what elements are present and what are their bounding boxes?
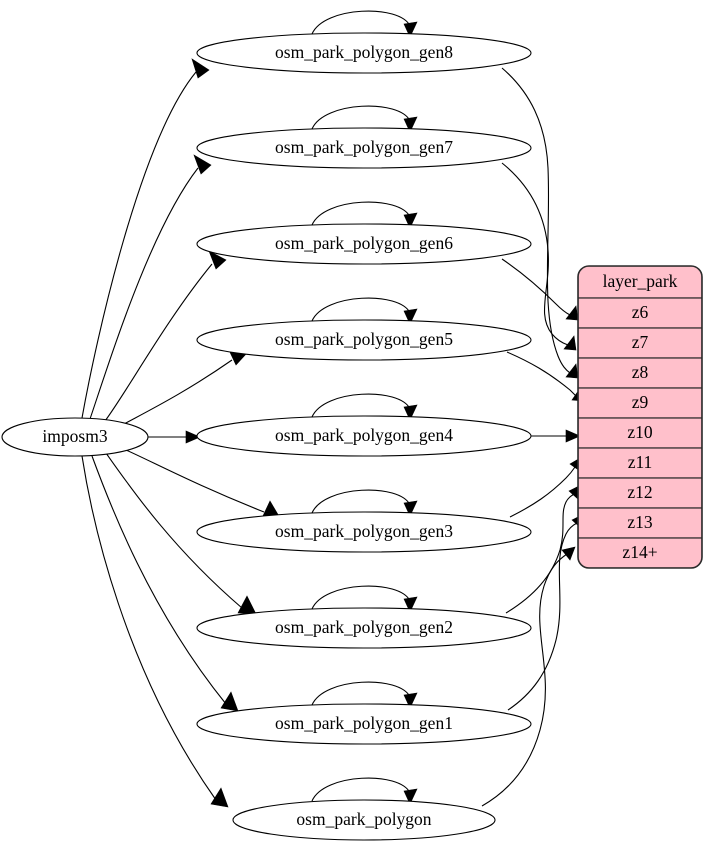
self-loop-arrow-gen6 [403,212,418,229]
self-loop-arrow-osm-park-polygon [403,788,418,805]
table-row-z11[interactable] [578,447,702,479]
node-osm-park-polygon-gen8[interactable]: osm_park_polygon_gen8 [196,10,532,74]
edge-gen7-to-z7 [501,162,577,351]
self-loop-gen6 [311,201,411,226]
edge-imposm3-to-gen3 [125,449,281,519]
table-row-label-z12: z12 [627,482,652,502]
table-row-z9[interactable] [578,387,702,419]
edge-gen3-to-z11 [509,456,583,518]
node-label: osm_park_polygon_gen4 [275,425,453,445]
node-label: osm_park_polygon [296,809,431,829]
table-row-label-z13: z13 [627,512,653,532]
self-loop-arrow-gen3 [403,500,418,517]
edges-from-imposm3 [81,58,281,808]
self-loop-gen8 [311,10,411,35]
edge-imposm3-to-osm-park-polygon [81,455,229,808]
node-layer-park-table[interactable]: layer_park z6 z7 z8 z9 z10 z11 z12 z13 z… [577,265,703,569]
node-osm-park-polygon-gen7[interactable]: osm_park_polygon_gen7 [196,105,532,169]
node-label: osm_park_polygon_gen3 [275,521,453,541]
node-imposm3[interactable]: imposm3 [1,417,149,457]
gen-nodes: osm_park_polygon_gen8 osm_park_polygon_g… [196,10,532,841]
table-row-label-z11: z11 [628,452,653,472]
self-loop-arrow-gen2 [403,596,418,613]
table-row-label-z14plus: z14+ [622,542,657,562]
node-label: osm_park_polygon_gen8 [275,42,453,62]
edge-imposm3-to-gen7 [89,154,212,420]
node-label: osm_park_polygon_gen2 [275,617,453,637]
table-header-label: layer_park [603,271,678,291]
self-loop-osm-park-polygon [311,777,411,802]
self-loop-gen3 [311,489,411,514]
self-loop-gen4 [311,393,411,418]
edge-gen1-to-z13 [507,513,585,711]
node-label: osm_park_polygon_gen7 [275,137,453,157]
self-loop-arrow-gen8 [403,21,418,38]
edge-gen6-to-z6 [501,258,579,321]
self-loop-arrow-gen7 [403,116,418,133]
node-label: osm_park_polygon_gen1 [275,713,453,733]
table-row-label-z8: z8 [632,362,649,382]
node-osm-park-polygon-gen6[interactable]: osm_park_polygon_gen6 [196,201,532,265]
edge-imposm3-to-gen6 [104,250,227,422]
self-loop-gen2 [311,585,411,610]
node-osm-park-polygon-gen4[interactable]: osm_park_polygon_gen4 [196,393,532,457]
self-loop-arrow-gen5 [403,308,418,325]
table-row-label-z7: z7 [632,332,649,352]
table-row-label-z6: z6 [632,302,649,322]
node-osm-park-polygon[interactable]: osm_park_polygon [232,777,496,841]
node-osm-park-polygon-gen1[interactable]: osm_park_polygon_gen1 [196,681,532,745]
edge-osm-park-polygon-to-z14plus [481,546,576,807]
table-row-label-z10: z10 [627,422,653,442]
edge-gen4-to-z10 [531,429,581,443]
table-row-z12[interactable] [578,477,702,509]
table-header-cell [578,266,702,299]
edge-imposm3-to-gen8 [81,58,210,419]
table-row-label-z9: z9 [632,392,649,412]
self-loop-gen7 [311,105,411,130]
edge-imposm3-to-gen1 [91,455,239,712]
edge-imposm3-to-gen5 [123,347,247,425]
self-loop-gen5 [311,297,411,322]
self-loop-arrow-gen1 [403,692,418,709]
node-label: osm_park_polygon_gen5 [275,329,453,349]
edge-imposm3-to-gen4 [148,430,201,444]
node-osm-park-polygon-gen5[interactable]: osm_park_polygon_gen5 [196,297,532,361]
table-border [577,265,703,569]
node-label: imposm3 [42,426,107,446]
node-label: osm_park_polygon_gen6 [275,233,453,253]
node-osm-park-polygon-gen2[interactable]: osm_park_polygon_gen2 [196,585,532,649]
node-osm-park-polygon-gen3[interactable]: osm_park_polygon_gen3 [196,489,532,553]
table-row-z8[interactable] [578,357,702,389]
self-loop-gen1 [311,681,411,706]
self-loop-arrow-gen4 [403,404,418,421]
table-row-z14plus[interactable] [578,537,702,568]
